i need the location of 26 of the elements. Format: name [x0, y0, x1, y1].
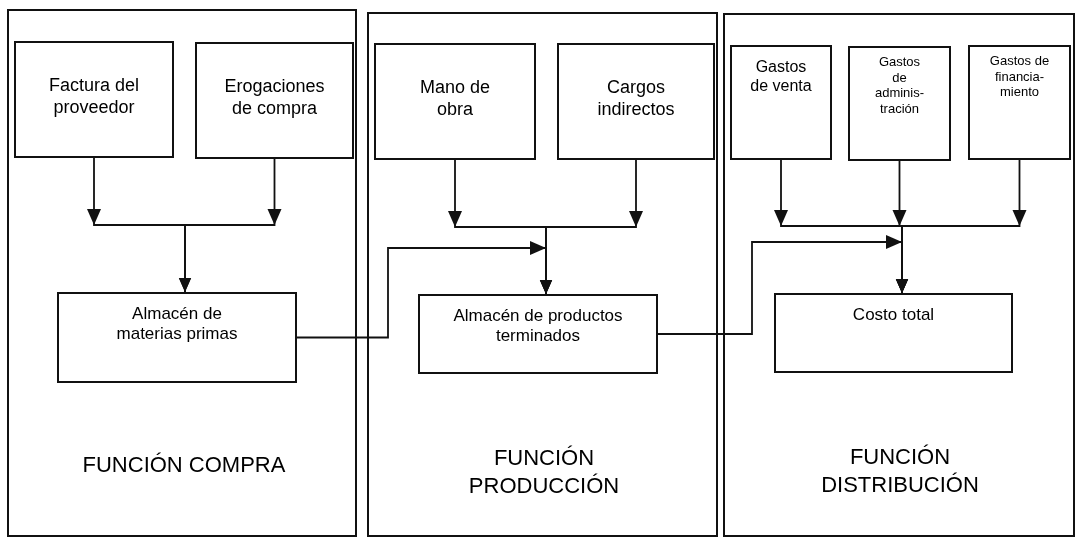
- process-box: [730, 45, 832, 160]
- box-label: Gastos de venta: [750, 58, 812, 95]
- process-box: [774, 293, 1013, 373]
- box-label: Almacén de productos terminados: [453, 306, 623, 346]
- panel-heading: FUNCIÓN DISTRIBUCIÓN: [820, 443, 980, 498]
- process-box: [418, 294, 658, 374]
- box-label: Gastos de adminis- tración: [874, 54, 925, 116]
- box-label: Cargos indirectos: [597, 77, 675, 119]
- process-box: [57, 292, 297, 383]
- box-label: Mano de obra: [419, 77, 491, 119]
- panel-heading: FUNCIÓN PRODUCCIÓN: [467, 444, 621, 499]
- box-label: Factura del proveedor: [48, 75, 139, 117]
- function-panel: [7, 9, 357, 537]
- box-label: Costo total: [852, 305, 935, 324]
- box-label: Almacén de materias primas: [116, 304, 238, 344]
- box-label: Gastos de financia- miento: [989, 53, 1050, 100]
- function-panel: [723, 13, 1075, 537]
- box-label: Erogaciones de compra: [224, 76, 325, 118]
- function-panel: [367, 12, 718, 537]
- process-box: [195, 42, 354, 159]
- process-box: [848, 46, 951, 161]
- panel-heading: FUNCIÓN COMPRA: [81, 451, 287, 479]
- process-box: [557, 43, 715, 160]
- process-box: [374, 43, 536, 160]
- process-box: [14, 41, 174, 158]
- process-box: [968, 45, 1071, 160]
